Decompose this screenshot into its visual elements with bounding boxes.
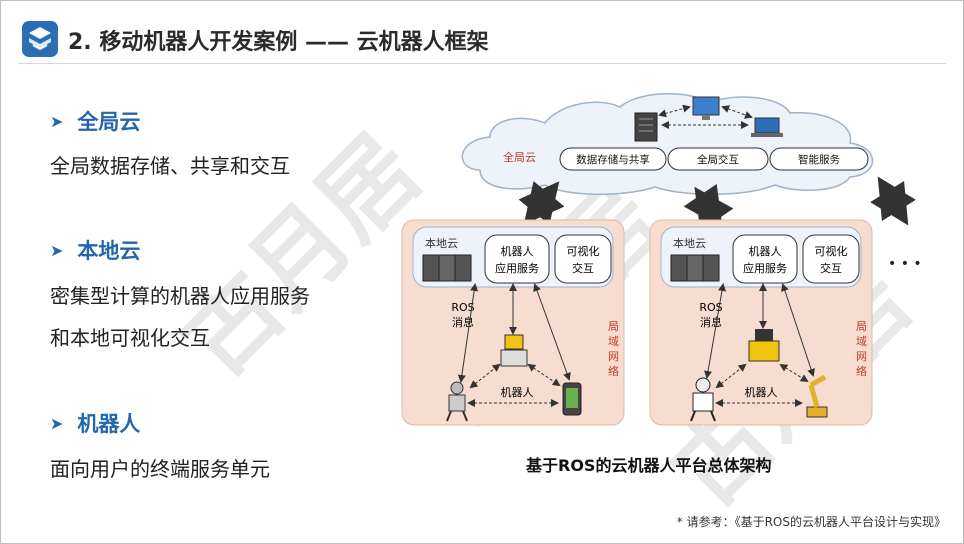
svg-text:局: 局 [856, 320, 867, 333]
service-robot-app: 机器人 [501, 244, 534, 258]
service-visualization: 交互 [820, 261, 842, 275]
server-rack-icon [422, 254, 472, 282]
lan-label: 局 域 网 络 [856, 320, 867, 378]
section-desc: 面向用户的终端服务单元 [50, 457, 270, 481]
svg-text:局: 局 [608, 320, 619, 333]
svg-text:域: 域 [608, 335, 619, 348]
laptop-icon [751, 117, 783, 137]
service-visualization: 交互 [572, 261, 594, 275]
server-rack-icon [670, 254, 720, 282]
chevron-right-icon: ➤ [50, 414, 64, 433]
service-robot-app: 机器人 [749, 244, 782, 258]
desktop-computer-icon [692, 96, 720, 120]
svg-text:络: 络 [856, 364, 867, 378]
humanoid-robot-icon [446, 381, 468, 422]
ellipsis: • • • [888, 256, 922, 272]
header: 2. 移动机器人开发案例 —— 云机器人框架 [0, 0, 964, 80]
service-visualization: 可视化 [567, 244, 600, 258]
section-desc: 密集型计算的机器人应用服务 [50, 284, 310, 308]
logo-icon [22, 21, 58, 57]
service-intelligence: 智能服务 [798, 153, 840, 166]
diagram-caption: 基于ROS的云机器人平台总体架构 [526, 456, 772, 475]
global-cloud [461, 92, 874, 196]
svg-text:域: 域 [856, 335, 867, 348]
service-global-interaction: 全局交互 [697, 153, 739, 166]
robot-arm-icon [806, 374, 828, 418]
chevron-right-icon: ➤ [50, 112, 64, 131]
architecture-diagram: 全局云 数据存储与共享 全局交互 智能服务 [395, 85, 955, 439]
reference-note: * 请参考：《基于ROS的云机器人平台设计与实现》 [676, 515, 946, 529]
mobile-robot-icon [748, 329, 780, 362]
local-cloud-label: 本地云 [425, 236, 458, 250]
lan-label: 局 域 网 络 [608, 320, 619, 378]
section-heading-local-cloud: ➤本地云 [50, 239, 141, 263]
ros-message-label: 消息 [700, 315, 722, 329]
title-divider [18, 63, 946, 64]
local-cloud-label: 本地云 [673, 236, 706, 250]
humanoid-robot-icon [690, 377, 716, 422]
svg-text:络: 络 [608, 364, 619, 378]
service-robot-app: 应用服务 [495, 261, 539, 275]
section-heading-global-cloud: ➤全局云 [50, 110, 141, 134]
svg-text:网: 网 [608, 350, 619, 363]
service-robot-icon [500, 334, 528, 367]
global-cloud-label: 全局云 [503, 150, 536, 164]
robots-label: 机器人 [745, 385, 778, 399]
server-icon [634, 112, 658, 142]
service-data-storage: 数据存储与共享 [576, 153, 650, 166]
service-visualization: 可视化 [815, 244, 848, 258]
section-heading-robot: ➤机器人 [50, 412, 141, 436]
service-robot-app: 应用服务 [743, 261, 787, 275]
section-desc: 和本地可视化交互 [50, 326, 210, 350]
robots-label: 机器人 [501, 385, 534, 399]
cloud-link-arrow [518, 176, 916, 232]
page-title: 2. 移动机器人开发案例 —— 云机器人框架 [68, 30, 489, 55]
svg-text:网: 网 [856, 350, 867, 363]
chevron-right-icon: ➤ [50, 241, 64, 260]
section-desc: 全局数据存储、共享和交互 [50, 154, 290, 178]
mobile-device-icon [562, 382, 582, 416]
